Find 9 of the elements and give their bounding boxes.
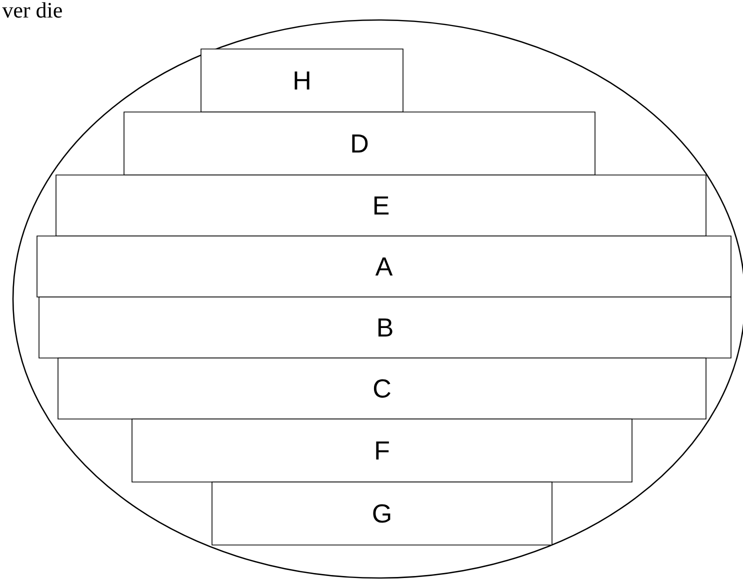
ellipse-outline (12, 19, 743, 579)
layer-box: B (38, 296, 732, 358)
layer-box: H (200, 48, 404, 112)
layer-box: G (212, 482, 552, 546)
layer-box: C (58, 358, 706, 420)
layer-box: F (132, 418, 632, 482)
layer-box: E (56, 174, 706, 236)
layer-box: A (36, 236, 732, 298)
cut-off-text: ver die (2, 2, 62, 18)
